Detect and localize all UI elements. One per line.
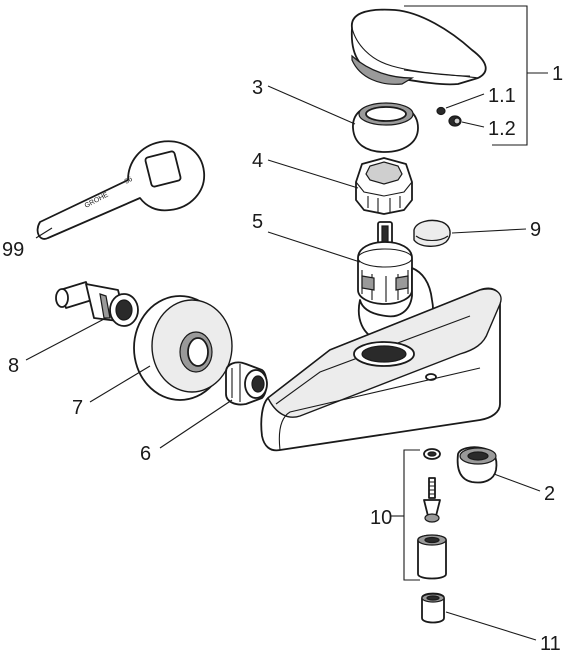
- leader-99: [35, 227, 53, 239]
- leader-1-1: [445, 93, 485, 109]
- callout-1-2: 1.2: [488, 118, 516, 140]
- cover-plug-part: [413, 219, 451, 247]
- wall-flange-part: [133, 295, 233, 401]
- cartridge-part: [357, 221, 413, 305]
- escutcheon-cap-part: [352, 102, 419, 153]
- leader-7: [89, 365, 151, 403]
- screw-1-1-part: [436, 106, 446, 116]
- bracket-9: [390, 449, 420, 581]
- callout-2: 2: [544, 483, 555, 505]
- aerator-cap-part: [456, 446, 498, 484]
- flow-insert-part: [421, 592, 445, 624]
- callout-3: 3: [252, 77, 263, 99]
- bracket-1: [404, 5, 548, 146]
- leader-10: [451, 228, 527, 234]
- leader-8: [25, 317, 107, 361]
- eccentric-connector-part: [55, 281, 139, 327]
- wrench-size: 36: [124, 176, 134, 186]
- callout-9: 10: [370, 507, 392, 529]
- leader-11: [445, 611, 537, 641]
- callout-5: 5: [252, 211, 263, 233]
- callout-7: 7: [72, 397, 83, 419]
- callout-10: 9: [530, 219, 541, 241]
- leader-1-2: [461, 121, 485, 128]
- s-union-part: [225, 361, 268, 406]
- special-wrench-part: GROHE 36: [36, 140, 205, 240]
- callout-6: 6: [140, 443, 151, 465]
- cartridge-nut-part: [355, 157, 413, 215]
- leader-3: [267, 85, 356, 125]
- leader-5: [267, 231, 361, 263]
- leader-6: [159, 399, 233, 449]
- callout-1-1: 1.1: [488, 85, 516, 107]
- check-valve-set-part: [417, 448, 447, 580]
- mixer-body: [260, 267, 502, 452]
- callout-1: 1: [552, 63, 563, 85]
- leader-4: [267, 159, 359, 189]
- leader-2: [493, 473, 541, 492]
- callout-4: 4: [252, 150, 263, 172]
- callout-11: 11: [540, 633, 561, 655]
- callout-8: 8: [8, 355, 19, 377]
- handle-part: [350, 8, 487, 86]
- screw-1-2-part: [448, 115, 462, 127]
- callout-99: 99: [2, 239, 24, 261]
